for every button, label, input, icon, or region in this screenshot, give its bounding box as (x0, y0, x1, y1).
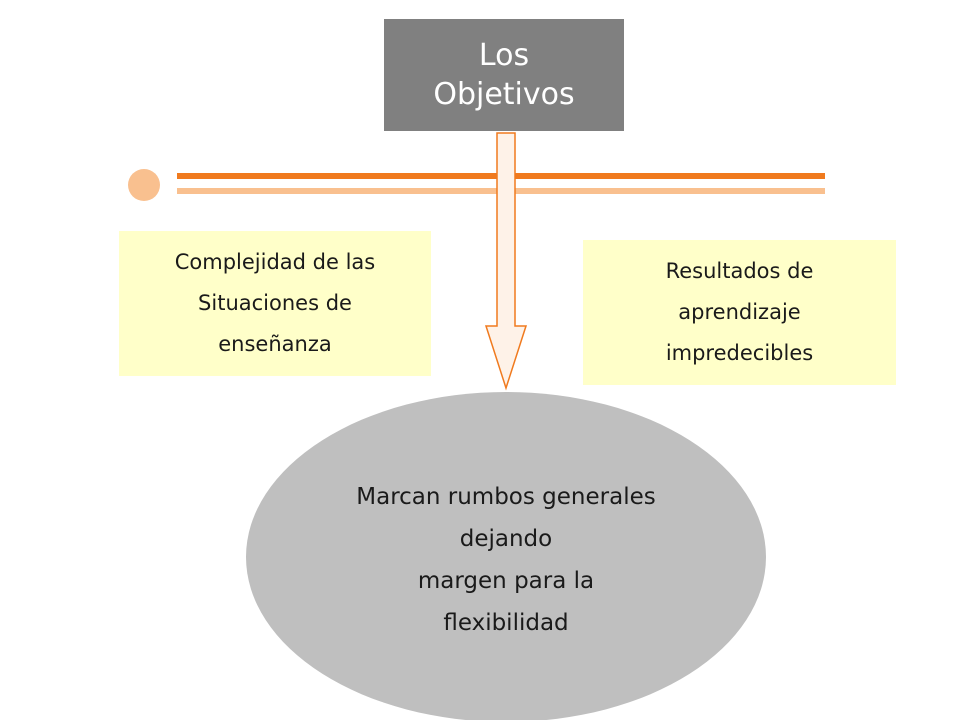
results-box: Resultados de aprendizaje impredecibles (583, 240, 896, 385)
results-line-3: impredecibles (665, 341, 814, 365)
conclusion-line-2: dejando (459, 526, 553, 552)
title-line-1: Los (478, 38, 530, 73)
conclusion-line-3: margen para la (417, 568, 595, 594)
down-arrow-shape (484, 132, 528, 391)
complexity-line-2: Situaciones de (198, 291, 352, 315)
complexity-line-3: enseñanza (218, 332, 332, 356)
conclusion-line-4: flexibilidad (443, 610, 569, 636)
title-box: Los Objetivos (384, 19, 624, 131)
title-line-2: Objetivos (433, 77, 575, 112)
conclusion-line-1: Marcan rumbos generales (356, 484, 656, 510)
results-line-1: Resultados de (665, 259, 814, 283)
complexity-box: Complejidad de las Situaciones de enseña… (119, 231, 431, 376)
complexity-line-1: Complejidad de las (174, 250, 376, 274)
conclusion-ellipse: Marcan rumbos generales dejando margen p… (246, 392, 766, 720)
down-arrow-icon (484, 132, 528, 391)
decorative-circle (128, 169, 160, 201)
results-line-2: aprendizaje (678, 300, 801, 324)
